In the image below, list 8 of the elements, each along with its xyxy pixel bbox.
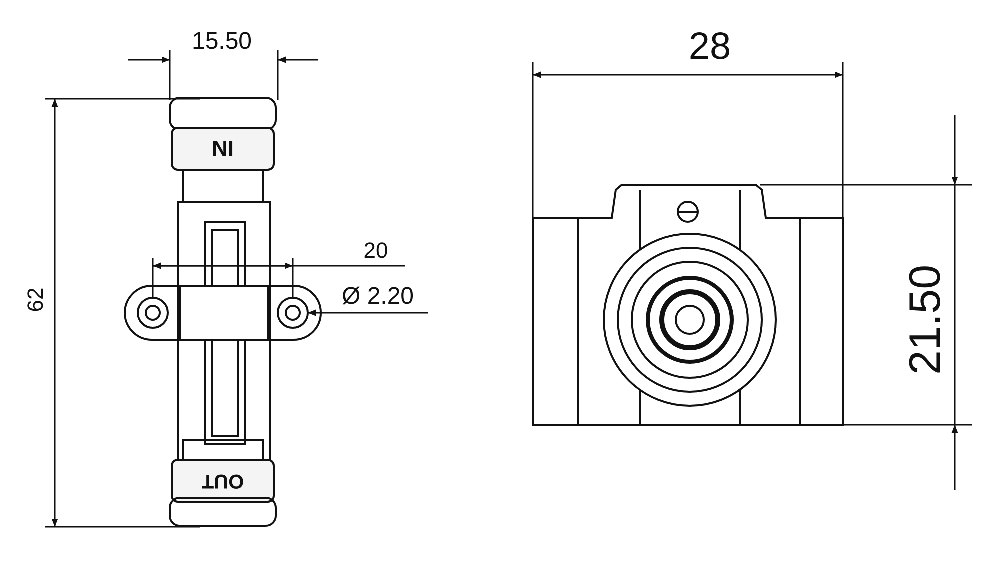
dimension-value: 15.50 [192,30,252,54]
dimension-value: 21.50 [904,264,948,376]
port-marking: IN [212,137,234,159]
dimension-value: Ø 2.20 [342,285,414,309]
dimension-value: 20 [364,240,388,262]
dimension-value: 28 [688,28,732,66]
port-marking: OUT [202,471,244,491]
dimension-value: 62 [25,288,47,312]
